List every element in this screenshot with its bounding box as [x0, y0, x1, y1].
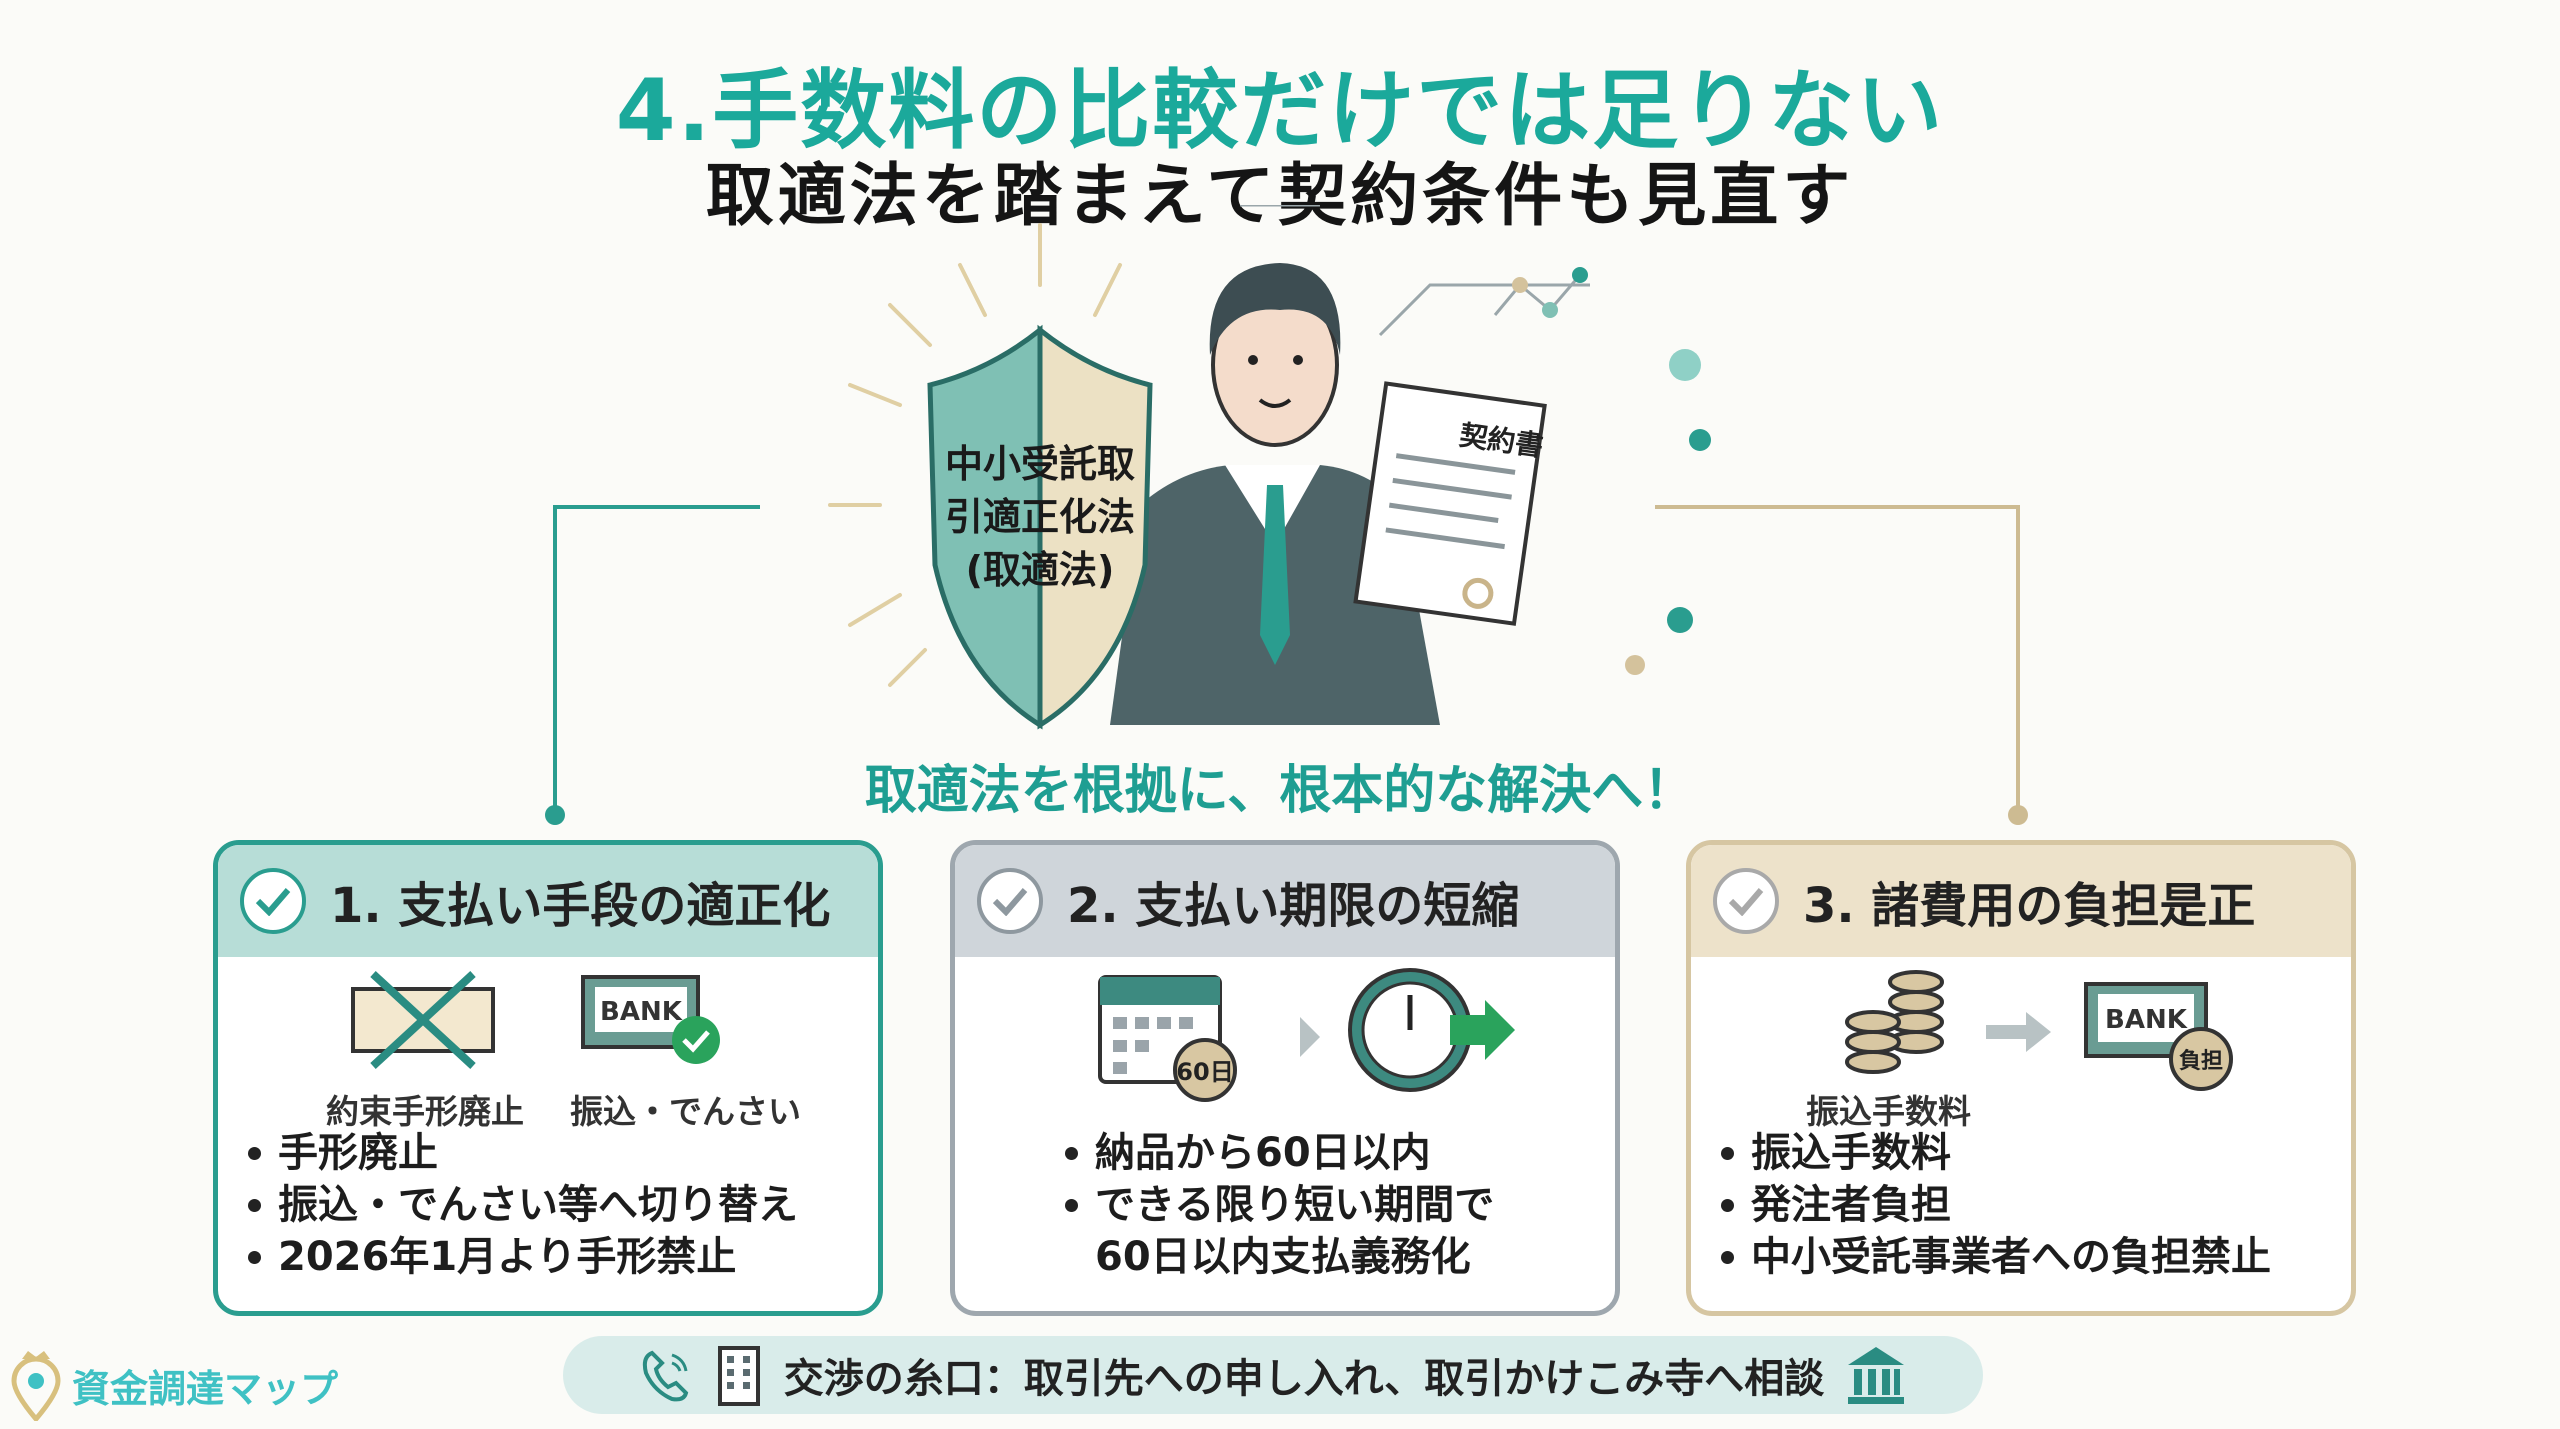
- tagline: 取適法を根拠に、根本的な解決へ！: [864, 761, 1696, 821]
- bullet-item: 手形廃止: [248, 1127, 878, 1179]
- check-icon: [977, 868, 1043, 934]
- svg-text:BANK: BANK: [2105, 1005, 2188, 1035]
- page-subtitle: 取適法を踏まえて契約条件も見直す: [705, 157, 1855, 236]
- card-header: 3. 諸費用の負担是正: [1803, 878, 2256, 934]
- hair: [1209, 263, 1341, 355]
- card-payment-method: 1. 支払い手段の適正化 BANK 約束手形廃止 振込・でんさい 手形廃止 振込…: [213, 840, 883, 1316]
- bullet-item: 中小受託事業者への負担禁止: [1721, 1231, 2351, 1283]
- connector-lines: [545, 505, 2028, 825]
- bullet-item: 振込手数料: [1721, 1127, 2351, 1179]
- logo-text: 資金調達マップ: [72, 1366, 339, 1411]
- bullet-item: 発注者負担: [1721, 1179, 2351, 1231]
- card-header: 1. 支払い手段の適正化: [330, 878, 831, 934]
- calendar-icon: 60日: [1098, 975, 1237, 1102]
- page-title: 4.手数料の比較だけでは足りない: [615, 61, 1945, 161]
- bullet-item: 2026年1月より手形禁止: [248, 1231, 878, 1283]
- phone-icon: [642, 1350, 689, 1402]
- contract-document: [1353, 381, 1547, 626]
- institution-icon: [1848, 1347, 1905, 1404]
- icon-label: 振込手数料: [1806, 1092, 1971, 1131]
- promissory-note-crossed-icon: [351, 971, 495, 1069]
- bullet-item: 振込・でんさい等へ切り替え: [248, 1179, 878, 1231]
- svg-text:60日: 60日: [1176, 1058, 1233, 1086]
- card-fee-burden: 3. 諸費用の負担是正 BANK 負担 振込手数料 振込手数料 発注者負担 中小…: [1686, 840, 2356, 1316]
- building-icon: [717, 1346, 760, 1406]
- bullet-item: 納品から60日以内: [1065, 1127, 1615, 1179]
- bullet-item: できる限り短い期間で: [1065, 1179, 1615, 1231]
- businessman-illustration: 中小受託取 引適正化法 (取適法) 契約書: [828, 205, 1711, 730]
- shield-text-3: (取適法): [966, 548, 1115, 592]
- radiating-lines: [828, 223, 1122, 687]
- shield-text-2: 引適正化法: [945, 495, 1135, 539]
- icon-label: 振込・でんさい: [570, 1092, 801, 1131]
- svg-text:負担: 負担: [2179, 1048, 2223, 1074]
- tie: [1260, 485, 1290, 665]
- card-payment-deadline: 2. 支払い期限の短縮 60日 納品から60日以内 できる限り短い期間で 60日…: [950, 840, 1620, 1316]
- clock-forward-icon: [1348, 968, 1515, 1092]
- card-header: 2. 支払い期限の短縮: [1067, 878, 1520, 934]
- icon-label: 約束手形廃止: [326, 1092, 524, 1131]
- chart-decoration: [1240, 205, 1590, 337]
- arrow-right-icon: [1300, 1017, 1320, 1057]
- shield-text-1: 中小受託取: [945, 442, 1135, 486]
- coins-icon: [1845, 970, 1944, 1074]
- arrow-right-icon: [1986, 1012, 2051, 1052]
- shield-icon: [927, 324, 1153, 730]
- check-icon: [240, 868, 306, 934]
- logo: 資金調達マップ: [10, 1345, 338, 1425]
- bank-burden-icon: BANK 負担: [2084, 982, 2233, 1091]
- check-icon: [1713, 868, 1779, 934]
- negotiation-hint-bar: 交渉の糸口：取引先への申し入れ、取引かけこみ寺へ相談: [563, 1336, 1983, 1414]
- svg-text:BANK: BANK: [600, 997, 683, 1027]
- bullet-item-continuation: 60日以内支払義務化: [1095, 1234, 1471, 1280]
- map-pin-logo-icon: [11, 1351, 61, 1421]
- bank-transfer-check-icon: BANK: [581, 975, 720, 1064]
- negotiation-hint-text: 交渉の糸口：取引先への申し入れ、取引かけこみ寺へ相談: [783, 1356, 1825, 1402]
